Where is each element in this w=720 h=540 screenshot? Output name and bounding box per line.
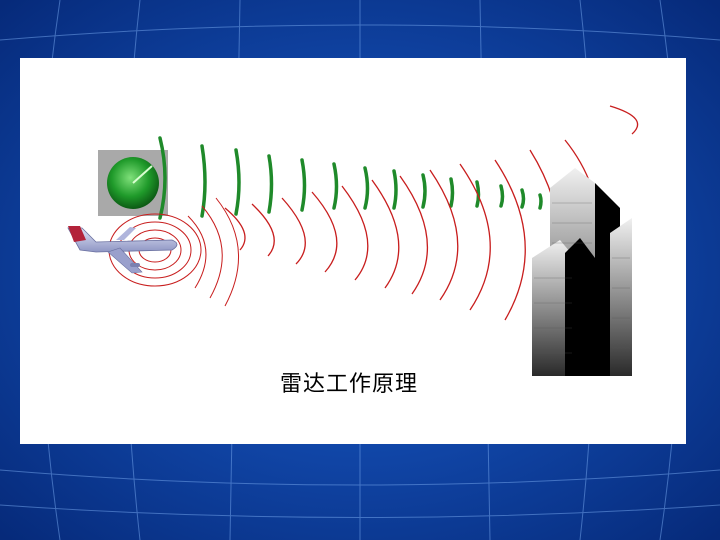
emitted-wave [520, 188, 526, 209]
emitted-wave [449, 177, 455, 208]
emitted-wave [158, 136, 167, 220]
emitted-wave [300, 158, 307, 212]
radar-icon [98, 150, 168, 216]
emitted-wave [363, 166, 370, 210]
emitted-wave [475, 180, 481, 208]
emitted-wave [267, 154, 274, 214]
buildings-icon [532, 168, 632, 376]
diagram-caption: 雷达工作原理 [280, 372, 419, 397]
emitted-wave [392, 169, 398, 210]
emitted-wave [421, 173, 427, 209]
radar-diagram [67, 105, 639, 376]
emitted-wave [200, 144, 207, 218]
emitted-wave [538, 193, 543, 210]
emitted-wave [332, 162, 339, 210]
emitted-wave [499, 184, 505, 208]
emitted-wave [234, 148, 241, 216]
emitted-waves [158, 136, 558, 220]
airplane-icon [67, 226, 178, 274]
illustration-panel: 雷达工作原理 [20, 58, 686, 444]
